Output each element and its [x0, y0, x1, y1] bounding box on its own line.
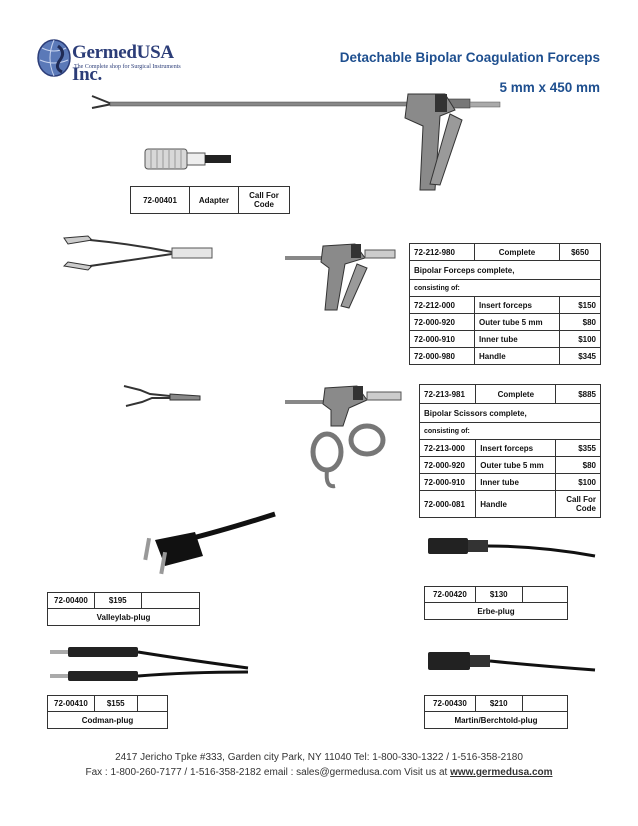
valleylab-price: $195	[95, 593, 142, 608]
part-code: 72-000-081	[418, 490, 477, 518]
website-link[interactable]: www.germedusa.com	[450, 767, 553, 778]
part-code: 72-000-920	[409, 313, 475, 331]
valleylab-name: Valleylab-plug	[96, 612, 151, 622]
part-name: Outer tube 5 mm	[474, 313, 560, 331]
martin-price: $210	[476, 696, 523, 711]
forceps-set-price: $650	[559, 243, 601, 261]
footer-contact-text: Fax : 1-800-260-7177 / 1-516-358-2182 em…	[85, 767, 448, 778]
codman-name: Codman-plug	[81, 715, 134, 725]
scissors-set-label: Complete	[475, 384, 557, 404]
company-logo: GermedUSA Inc. The Complete shop for Sur…	[36, 39, 184, 85]
erbe-code: 72-00420	[425, 587, 476, 602]
martin-plug-image	[428, 652, 596, 672]
adapter-price: Call For Code	[238, 186, 290, 214]
part-code: 72-212-000	[409, 296, 475, 314]
part-price: $355	[555, 439, 601, 457]
forceps-set-label: Complete	[474, 243, 560, 261]
table-row: 72-213-000 Insert forceps $355	[418, 439, 601, 457]
scissors-set-consisting: consisting of:	[419, 422, 601, 440]
table-row: 72-212-000 Insert forceps $150	[409, 296, 601, 314]
scissors-set-description: Bipolar Scissors complete,	[419, 403, 601, 423]
table-row: 72-000-980 Handle $345	[409, 347, 601, 365]
part-price: $80	[559, 313, 601, 331]
forceps-set-header-row: 72-212-980 Complete $650	[409, 243, 601, 261]
codman-plug-image	[50, 647, 249, 681]
page-subtitle: 5 mm x 450 mm	[499, 80, 600, 95]
forceps-set-table: 72-212-980 Complete $650 Bipolar Forceps…	[409, 243, 601, 365]
scissors-set-code: 72-213-981	[418, 384, 477, 404]
martin-name: Martin/Berchtold-plug	[454, 715, 538, 725]
logo-tagline: The Complete shop for Surgical Instrumen…	[74, 64, 181, 70]
forceps-set-consisting: consisting of:	[409, 279, 601, 297]
codman-plug-label: 72-00410 $155 Codman-plug	[47, 695, 168, 729]
logo-name: GermedUSA Inc.	[72, 42, 173, 85]
codman-price: $155	[95, 696, 138, 711]
page-title: Detachable Bipolar Coagulation Forceps	[339, 50, 600, 65]
part-price: $100	[559, 330, 601, 348]
erbe-plug-label: 72-00420 $130 Erbe-plug	[424, 586, 568, 620]
scissors-insert-image	[123, 385, 201, 407]
part-name: Handle	[475, 490, 557, 518]
valleylab-code: 72-00400	[48, 593, 95, 608]
valleylab-plug-label: 72-00400 $195 Valleylab-plug	[47, 592, 200, 626]
globe-icon	[37, 39, 71, 77]
valleylab-plug-image	[143, 511, 276, 575]
part-price: $80	[555, 456, 601, 474]
scissors-set-header-row: 72-213-981 Complete $885	[418, 384, 601, 404]
forceps-insert-image	[62, 235, 213, 271]
forceps-set-code: 72-212-980	[409, 243, 475, 261]
forceps-handle-image	[285, 243, 396, 311]
adapter-code: 72-00401	[130, 186, 190, 214]
codman-code: 72-00410	[48, 696, 95, 711]
part-name: Outer tube 5 mm	[475, 456, 557, 474]
part-name: Inner tube	[475, 473, 557, 491]
part-code: 72-000-980	[409, 347, 475, 365]
erbe-plug-image	[428, 538, 596, 558]
part-price: $100	[555, 473, 601, 491]
erbe-name: Erbe-plug	[477, 606, 515, 616]
part-name: Insert forceps	[475, 439, 557, 457]
table-row: 72-000-920 Outer tube 5 mm $80	[409, 313, 601, 331]
part-code: 72-000-910	[409, 330, 475, 348]
martin-code: 72-00430	[425, 696, 476, 711]
scissors-set-table: 72-213-981 Complete $885 Bipolar Scissor…	[418, 384, 601, 518]
bipolar-forceps-instrument-image	[91, 93, 501, 191]
part-price: $150	[559, 296, 601, 314]
part-code: 72-000-910	[418, 473, 477, 491]
part-name: Handle	[474, 347, 560, 365]
adapter-image	[144, 148, 231, 170]
table-row: 72-000-081 Handle Call For Code	[418, 490, 601, 518]
table-row: 72-000-920 Outer tube 5 mm $80	[418, 456, 601, 474]
footer-address: 2417 Jericho Tpke #333, Garden city Park…	[115, 752, 523, 763]
erbe-price: $130	[476, 587, 523, 602]
table-row: 72-000-910 Inner tube $100	[418, 473, 601, 491]
part-name: Inner tube	[474, 330, 560, 348]
part-code: 72-213-000	[418, 439, 477, 457]
part-price: $345	[559, 347, 601, 365]
martin-plug-label: 72-00430 $210 Martin/Berchtold-plug	[424, 695, 568, 729]
part-price: Call For Code	[555, 490, 601, 518]
footer-contact: Fax : 1-800-260-7177 / 1-516-358-2182 em…	[0, 767, 638, 778]
scissors-handle-image	[285, 385, 402, 489]
adapter-table: 72-00401 Adapter Call For Code	[130, 186, 290, 214]
adapter-name: Adapter	[189, 186, 239, 214]
table-row: 72-000-910 Inner tube $100	[409, 330, 601, 348]
scissors-set-price: $885	[555, 384, 601, 404]
part-code: 72-000-920	[418, 456, 477, 474]
part-name: Insert forceps	[474, 296, 560, 314]
forceps-set-description: Bipolar Forceps complete,	[409, 260, 601, 280]
